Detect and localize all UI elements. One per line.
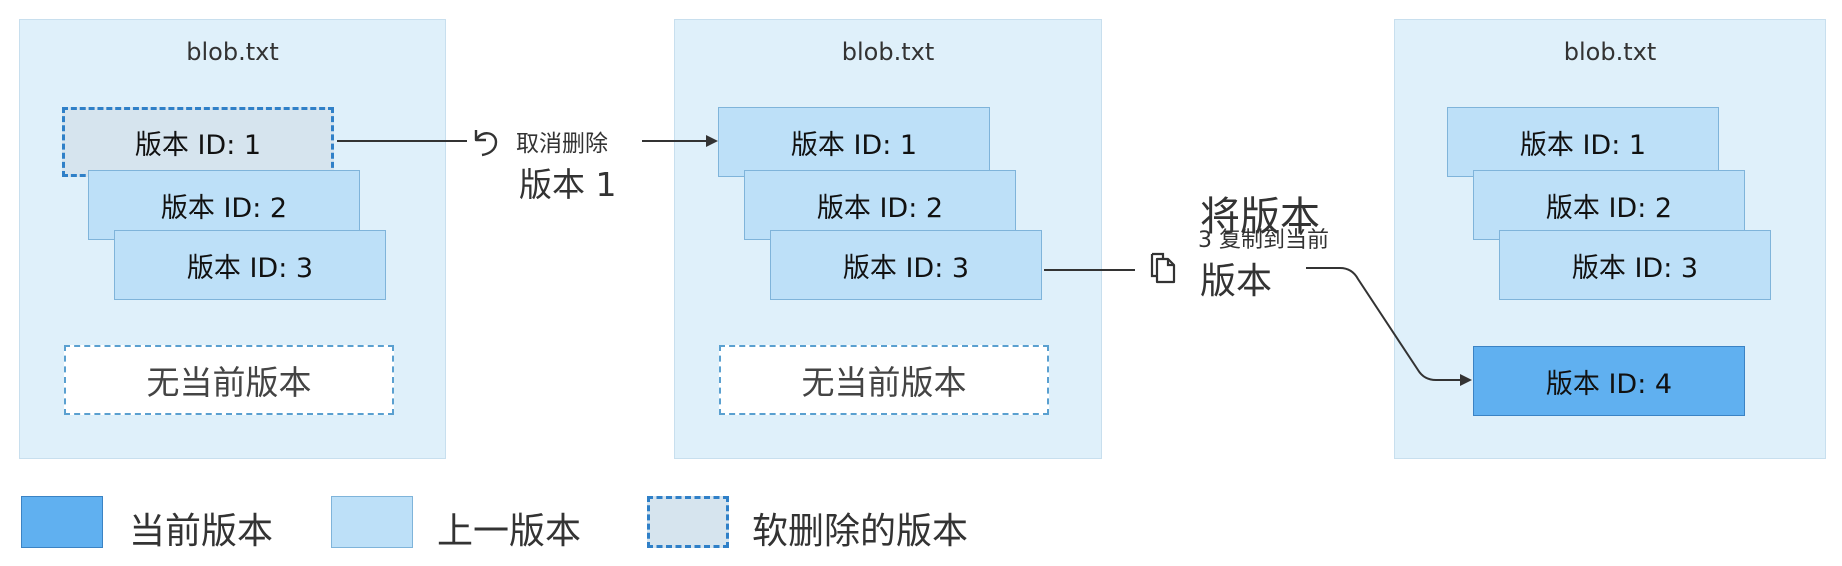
version-card-1-previous: 版本 ID: 1 xyxy=(1447,107,1719,177)
copy-arrow xyxy=(1306,267,1472,386)
legend-label-current: 当前版本 xyxy=(129,511,274,552)
legend-swatch-current xyxy=(21,496,103,548)
legend-swatch-soft-deleted xyxy=(647,496,729,548)
undelete-action-line2: 版本 1 xyxy=(519,165,617,204)
version-card-1-previous: 版本 ID: 1 xyxy=(718,107,990,177)
version-card-2-previous: 版本 ID: 2 xyxy=(744,170,1016,240)
version-card-2-previous: 版本 ID: 2 xyxy=(88,170,360,240)
panel-title: blob.txt xyxy=(186,38,279,66)
copy-action-line3: 版本 xyxy=(1200,261,1273,302)
panel-title: blob.txt xyxy=(841,38,935,66)
version-card-3-previous: 版本 ID: 3 xyxy=(1499,230,1771,300)
no-current-version-box: 无当前版本 xyxy=(64,345,394,415)
blob-panel-after-copy: blob.txt 版本 ID: 1 版本 ID: 2 版本 ID: 3 版本 I… xyxy=(1394,19,1826,459)
legend-swatch-previous xyxy=(331,496,413,548)
copy-icon xyxy=(1150,252,1176,284)
legend-label-soft-deleted: 软删除的版本 xyxy=(752,511,969,552)
blob-panel-before: blob.txt 版本 ID: 1 版本 ID: 2 版本 ID: 3 无当前版… xyxy=(19,19,446,459)
version-card-4-current: 版本 ID: 4 xyxy=(1473,346,1745,416)
panel-title: blob.txt xyxy=(1563,38,1657,66)
blob-panel-after-undelete: blob.txt 版本 ID: 1 版本 ID: 2 版本 ID: 3 无当前版… xyxy=(674,19,1102,459)
copy-action-line1: 将版本 xyxy=(1200,194,1320,240)
copy-action-line2: 3 复制到当前 xyxy=(1198,228,1329,253)
version-card-3-previous: 版本 ID: 3 xyxy=(770,230,1042,300)
legend-label-previous: 上一版本 xyxy=(437,511,582,552)
undelete-action-line1: 取消删除 xyxy=(516,131,608,157)
undo-icon xyxy=(474,130,498,157)
version-card-3-previous: 版本 ID: 3 xyxy=(114,230,386,300)
no-current-version-box: 无当前版本 xyxy=(719,345,1049,415)
